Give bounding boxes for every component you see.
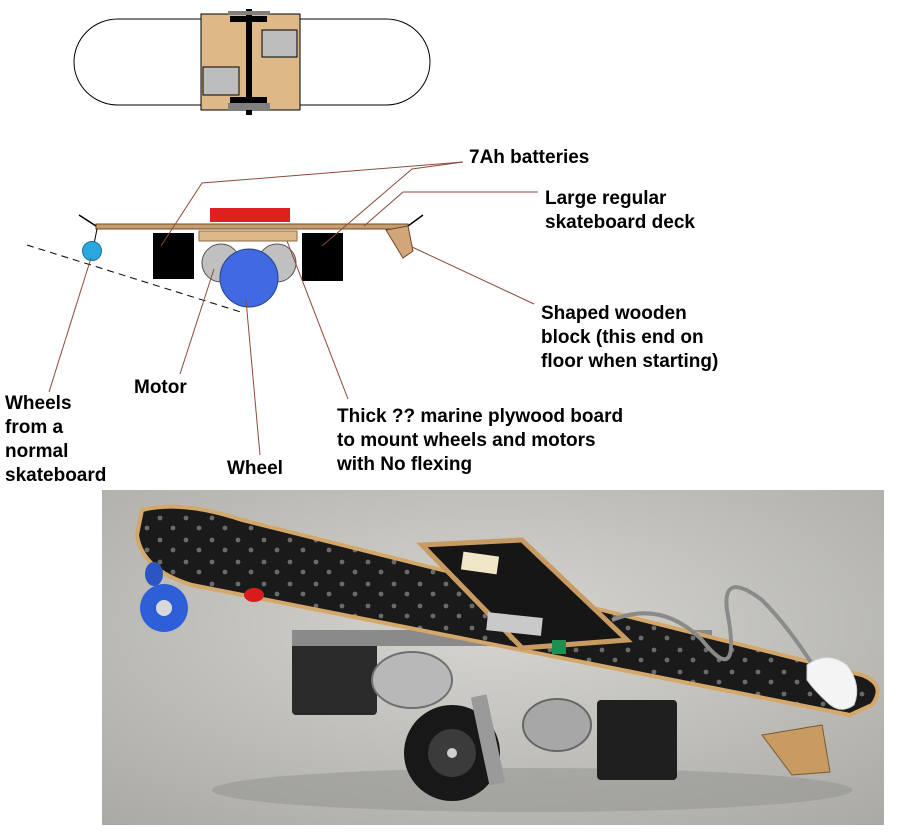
tilt-dashed-line — [26, 244, 245, 314]
photo-controller-sticker — [460, 551, 500, 575]
top-view-battery-left — [202, 66, 240, 96]
leader-skate-wheels — [48, 257, 92, 393]
top-view-wheel-bottom — [230, 97, 267, 103]
battery-right — [302, 233, 343, 281]
photo-skate-wheel-hub — [156, 600, 172, 616]
top-view-motor-top — [228, 11, 270, 15]
wooden-block — [385, 225, 414, 259]
leader-battery-right — [321, 161, 464, 247]
leader-wheel — [245, 299, 261, 456]
label-batteries: 7Ah batteries — [469, 147, 589, 168]
skate-wheel — [82, 241, 102, 261]
top-view-wheel-top — [230, 16, 267, 22]
photo-motor-2 — [522, 698, 592, 752]
label-deck: Large regular skateboard deck — [545, 188, 695, 233]
deck-kick-left — [78, 214, 97, 227]
photo-remote — [806, 657, 858, 710]
photo-green-switch — [552, 640, 566, 654]
photo-shadow — [212, 768, 852, 812]
top-view-motor-bottom — [228, 103, 270, 110]
side-view — [26, 208, 424, 314]
top-view-battery-right — [261, 29, 298, 58]
label-wooden-block: Shaped wooden block (this end on floor w… — [541, 303, 718, 372]
leader-block — [411, 246, 535, 305]
skateboard-photo — [102, 490, 884, 825]
leader-motor — [179, 268, 215, 375]
photo-battery-rear — [597, 700, 677, 780]
label-motor: Motor — [134, 377, 187, 398]
photo-cable — [611, 585, 824, 682]
drive-wheel — [219, 248, 279, 308]
side-view-deck — [95, 223, 409, 230]
photo-motor — [371, 651, 453, 709]
controller-box — [210, 208, 290, 222]
photo-wooden-block — [761, 724, 831, 776]
leader-battery-left — [160, 161, 464, 247]
plywood-board — [198, 230, 298, 242]
leader-plywood — [286, 240, 349, 400]
leader-deck — [363, 191, 538, 227]
deck-kick-right — [407, 214, 424, 227]
label-wheel: Wheel — [227, 458, 283, 479]
photo-skate-wheel-back — [145, 562, 163, 586]
skateboard-diagram: 7Ah batteries Large regular skateboard d… — [5, 9, 718, 486]
top-view-deck-outline — [73, 18, 431, 106]
top-view-axle — [246, 9, 252, 115]
photo-battery-front — [292, 635, 377, 715]
photo-heatsink — [486, 612, 543, 636]
photo-drive-wheel-axle — [447, 748, 457, 758]
top-view — [73, 9, 431, 115]
battery-left — [153, 233, 194, 279]
label-skate-wheels: Wheels from a normal skateboard — [5, 393, 106, 486]
leader-lines — [48, 161, 538, 456]
photo-red-button — [244, 588, 264, 602]
label-plywood: Thick ?? marine plywood board to mount w… — [336, 406, 628, 475]
photo-wheel-fork — [470, 694, 506, 786]
